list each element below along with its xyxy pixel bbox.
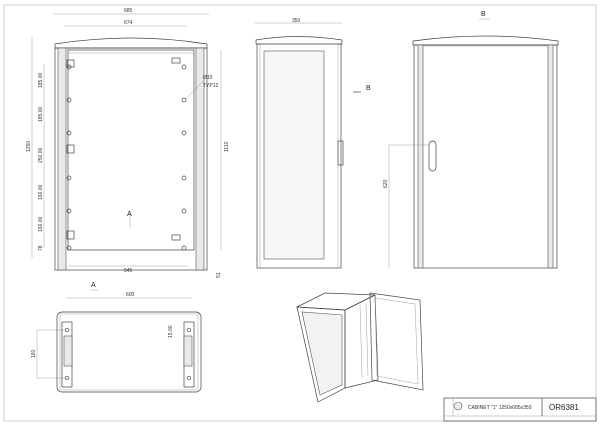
dim-offset: 15.00 bbox=[168, 325, 174, 338]
open-door bbox=[369, 292, 424, 391]
dim-bottom-view-width: 600 bbox=[126, 292, 135, 298]
hole-note: TYP12 bbox=[203, 83, 219, 89]
title-block bbox=[443, 397, 597, 422]
side-view bbox=[255, 22, 361, 269]
right-post bbox=[195, 47, 205, 271]
bottom-view bbox=[36, 289, 202, 393]
dim-handle-height: 620 bbox=[383, 179, 389, 188]
door-handle bbox=[428, 140, 437, 172]
company-logo bbox=[453, 401, 463, 411]
dim-spacing: 185.00 bbox=[38, 106, 44, 122]
mounting-frame bbox=[67, 49, 195, 251]
door-view bbox=[388, 18, 559, 269]
left-post bbox=[57, 47, 67, 271]
dim-overall-width: 685 bbox=[124, 8, 133, 14]
dim-hole-spacing: 160 bbox=[31, 349, 37, 358]
section-label-a: A bbox=[91, 282, 96, 289]
dim-inner-width: 674 bbox=[124, 20, 133, 26]
title-text: CABINET "1" 1250x685x350 bbox=[468, 405, 532, 411]
bracket bbox=[66, 59, 75, 68]
dim-spacing: 78 bbox=[38, 245, 44, 251]
drawing-number: OR6381 bbox=[549, 403, 579, 412]
dim-height: 1250 bbox=[26, 141, 32, 152]
dim-spacing: 250.00 bbox=[38, 147, 44, 163]
dim-depth: 350 bbox=[292, 18, 301, 24]
front-view bbox=[31, 13, 222, 271]
dim-spacing: 166.00 bbox=[38, 184, 44, 200]
dim-bottom-offset: 51 bbox=[216, 272, 222, 278]
handle bbox=[337, 140, 344, 166]
dim-spacing: 166.00 bbox=[38, 216, 44, 232]
hole-note: Ø10 bbox=[203, 75, 213, 81]
dim-spacing: 185.00 bbox=[38, 72, 44, 88]
isometric-view bbox=[295, 292, 424, 403]
section-label-b: B bbox=[481, 11, 486, 18]
dim-inner-height: 1110 bbox=[224, 141, 230, 152]
roof bbox=[54, 37, 208, 49]
mounting-holes bbox=[66, 64, 187, 251]
glass-door bbox=[263, 50, 325, 260]
dim-bottom-width: 645 bbox=[124, 268, 133, 274]
section-label-a: A bbox=[127, 211, 132, 218]
sheet-border bbox=[3, 4, 597, 422]
section-label-b: B bbox=[366, 85, 371, 92]
